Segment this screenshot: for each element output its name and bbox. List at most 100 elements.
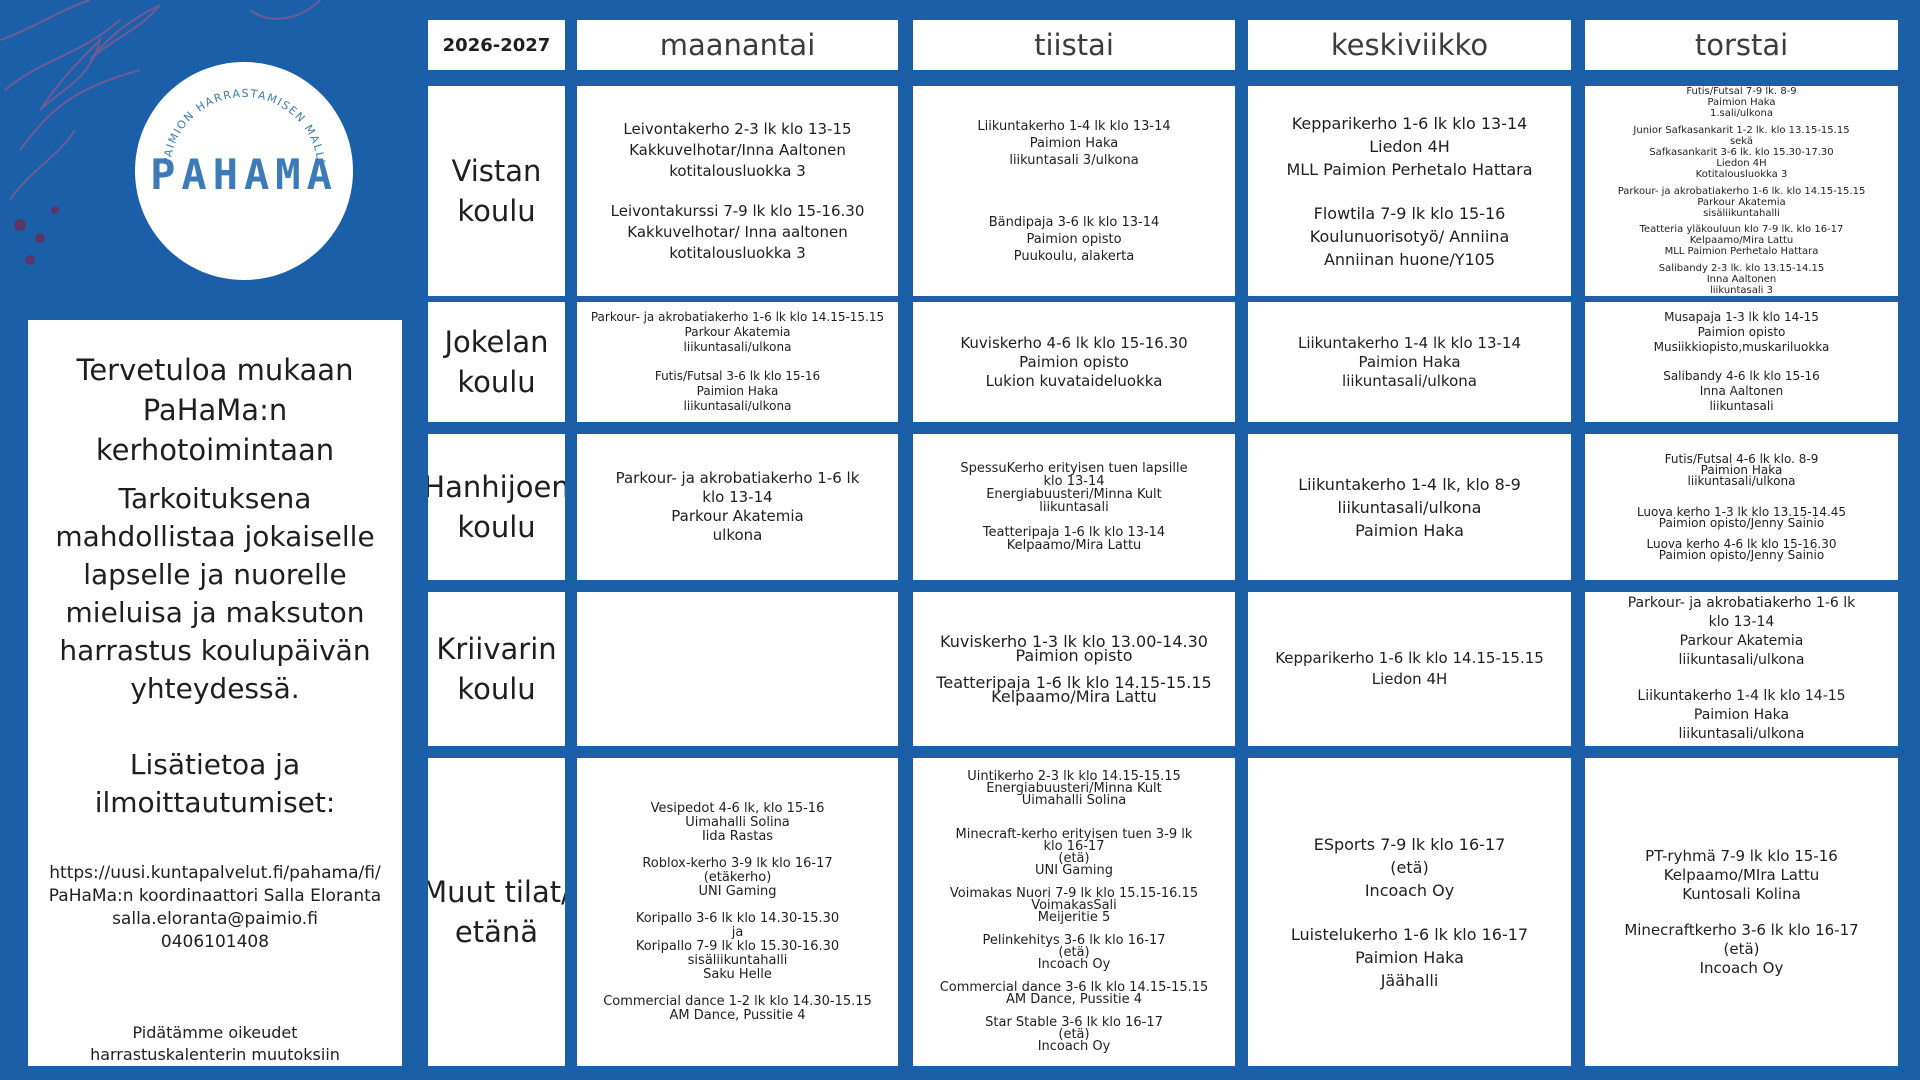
welcome-line: kerhotoimintaan xyxy=(95,433,335,467)
activity-line: liikuntasali 3 xyxy=(1710,285,1773,296)
activity-line: Kuviskerho 1-3 lk klo 13.00-14.30 xyxy=(940,631,1208,651)
school-label: Jokelan koulu xyxy=(428,302,565,422)
coordinator-name: PaHaMa:n koordinaattori Salla Eloranta xyxy=(48,886,382,906)
school-label: Hanhijoen koulu xyxy=(428,434,565,580)
activity-line: Paimion Haka xyxy=(1355,947,1464,967)
school-name-line: Jokelan xyxy=(444,325,549,359)
activity-line: SpessuKerho erityisen tuen lapsille xyxy=(960,461,1188,476)
activity-line: ESports 7-9 lk klo 16-17 xyxy=(1313,834,1506,854)
activity-line: Paimion Haka xyxy=(1700,462,1783,477)
activity-line: Paimion opisto/Jenny Sainio xyxy=(1658,547,1825,562)
day-header-keskiviikko: keskiviikko xyxy=(1248,20,1571,70)
school-name-line: Vistan xyxy=(451,154,542,188)
school-year-label: 2026-2027 xyxy=(428,20,565,70)
activity-line: Bändipaja 3-6 lk klo 13-14 xyxy=(988,214,1160,230)
school-name-line: koulu xyxy=(457,510,536,544)
activity-line: Saku Helle xyxy=(703,966,772,982)
activity-line: Kepparikerho 1-6 lk klo 13-14 xyxy=(1291,113,1528,133)
activity-line: Safkasankarit 3-6 lk. klo 15.30-17.30 xyxy=(1649,146,1834,158)
activity-line: Minecraft-kerho erityisen tuen 3-9 lk xyxy=(955,827,1193,842)
activity-line: Parkour- ja akrobatiakerho 1-6 lk. klo 1… xyxy=(1617,185,1866,197)
activity-line: Kuviskerho 4-6 lk klo 15-16.30 xyxy=(960,333,1188,352)
activity-line: Kuntosali Kolina xyxy=(1682,884,1801,903)
activity-line: Paimion opisto xyxy=(1019,352,1129,371)
activity-line: liikuntasali/ulkona xyxy=(683,340,792,354)
activity-line: Roblox-kerho 3-9 lk klo 16-17 xyxy=(642,855,833,871)
school-name-line: koulu xyxy=(457,672,536,706)
activity-line: Liikuntakerho 1-4 lk klo 13-14 xyxy=(1297,333,1521,352)
school-name-line: Hanhijoen xyxy=(428,470,565,504)
contact-email-link[interactable]: salla.eloranta@paimio.fi xyxy=(112,909,318,929)
activity-line: Kepparikerho 1-6 lk klo 14.15-15.15 xyxy=(1275,649,1544,667)
activity-line: sisäliikuntahalli xyxy=(1703,207,1780,219)
school-name-line: Muut tilat/ xyxy=(428,875,565,909)
activity-line: Kotitalousluokka 3 xyxy=(1695,168,1788,180)
activity-line: Inna Aaltonen xyxy=(1699,384,1784,398)
school-name-line: koulu xyxy=(457,365,536,399)
activity-line: Paimion Haka xyxy=(696,384,779,398)
activity-line: Incoach Oy xyxy=(1699,958,1784,977)
activity-line: Flowtila 7-9 lk klo 15-16 xyxy=(1313,203,1506,223)
activity-line: Kelpaamo/Mira Lattu xyxy=(991,686,1157,706)
activity-line: Junior Safkasankarit 1-2 lk. klo 13.15-1… xyxy=(1633,124,1850,136)
day-header-torstai: torstai xyxy=(1585,20,1898,70)
activity-line: Incoach Oy xyxy=(1037,1039,1111,1054)
activity-line: Iida Rastas xyxy=(701,828,774,844)
activity-line: Koripallo 3-6 lk klo 14.30-15.30 xyxy=(635,910,840,926)
activity-line: (etäkerho) xyxy=(703,869,772,885)
activity-line: Luova kerho 4-6 lk klo 15-16.30 xyxy=(1646,536,1837,551)
intro-panel: Tervetuloa mukaan PaHaMa:n kerhotoiminta… xyxy=(28,320,402,1066)
activity-line: UNI Gaming xyxy=(1034,863,1113,878)
activity-line: MLL Paimion Perhetalo Hattara xyxy=(1664,246,1819,258)
activity-line: sekä xyxy=(1729,135,1754,147)
purpose-text: Tarkoituksena mahdollistaa jokaiselle la… xyxy=(38,480,392,708)
activity-line: klo 13-14 xyxy=(1708,614,1775,630)
activity-line: Uintikerho 2-3 lk klo 14.15-15.15 xyxy=(967,769,1181,784)
purpose-line: harrastus koulupäivän xyxy=(59,634,371,667)
activity-line: AM Dance, Pussitie 4 xyxy=(1006,992,1142,1007)
activity-line: liikuntasali/ulkona xyxy=(1342,371,1477,390)
contact-url-link[interactable]: https://uusi.kuntapalvelut.fi/pahama/fi/ xyxy=(49,863,381,883)
purpose-line: mieluisa ja maksuton xyxy=(65,596,365,629)
activity-line: Luova kerho 1-3 lk klo 13.15-14.45 xyxy=(1636,504,1847,519)
activity-line: Parkour Akatemia xyxy=(671,507,804,525)
activity-line: Parkour- ja akrobatiakerho 1-6 lk xyxy=(615,469,860,487)
activity-line: Parkour Akatemia xyxy=(1697,196,1786,208)
activity-line: (etä) xyxy=(1058,1027,1090,1042)
activity-line: Paimion opisto xyxy=(1697,325,1786,339)
activity-line: klo 13-14 xyxy=(1043,474,1105,489)
school-label: Muut tilat/etänä xyxy=(428,758,565,1066)
activity-line: kotitalousluokka 3 xyxy=(669,161,806,180)
activity-line: liikuntasali/ulkona xyxy=(1337,497,1482,517)
activity-line: Uimahalli Solina xyxy=(1021,793,1127,808)
activity-line: liikuntasali/ulkona xyxy=(1687,473,1796,488)
purpose-line: Tarkoituksena xyxy=(118,482,312,515)
activity-line: sisäliikuntahalli xyxy=(687,952,788,968)
disclaimer-note: Pidätämme oikeudet harrastuskalenterin m… xyxy=(38,1022,392,1066)
activity-line: Paimion Haka xyxy=(1358,352,1461,371)
activity-line: kotitalousluokka 3 xyxy=(669,243,806,262)
activity-line: Puukoulu, alakerta xyxy=(1013,248,1135,264)
activity-line: Teatteria yläkouluun klo 7-9 lk. klo 16-… xyxy=(1639,224,1844,236)
activity-line: Liedon 4H xyxy=(1716,157,1767,169)
activity-line: Futis/Futsal 3-6 lk klo 15-16 xyxy=(654,369,821,383)
activity-line: Energiabuusteri/Minna Kult xyxy=(986,487,1162,502)
note-line: harrastuskalenterin muutoksiin xyxy=(90,1045,340,1064)
note-line: Pidätämme oikeudet xyxy=(132,1023,298,1042)
activity-line: Pelinkehitys 3-6 lk klo 16-17 xyxy=(982,933,1166,948)
activity-line: Teatteripaja 1-6 lk klo 13-14 xyxy=(982,525,1166,540)
activity-line: (etä) xyxy=(1723,939,1760,958)
activity-line: Incoach Oy xyxy=(1364,880,1455,900)
activity-line: ulkona xyxy=(712,526,763,544)
